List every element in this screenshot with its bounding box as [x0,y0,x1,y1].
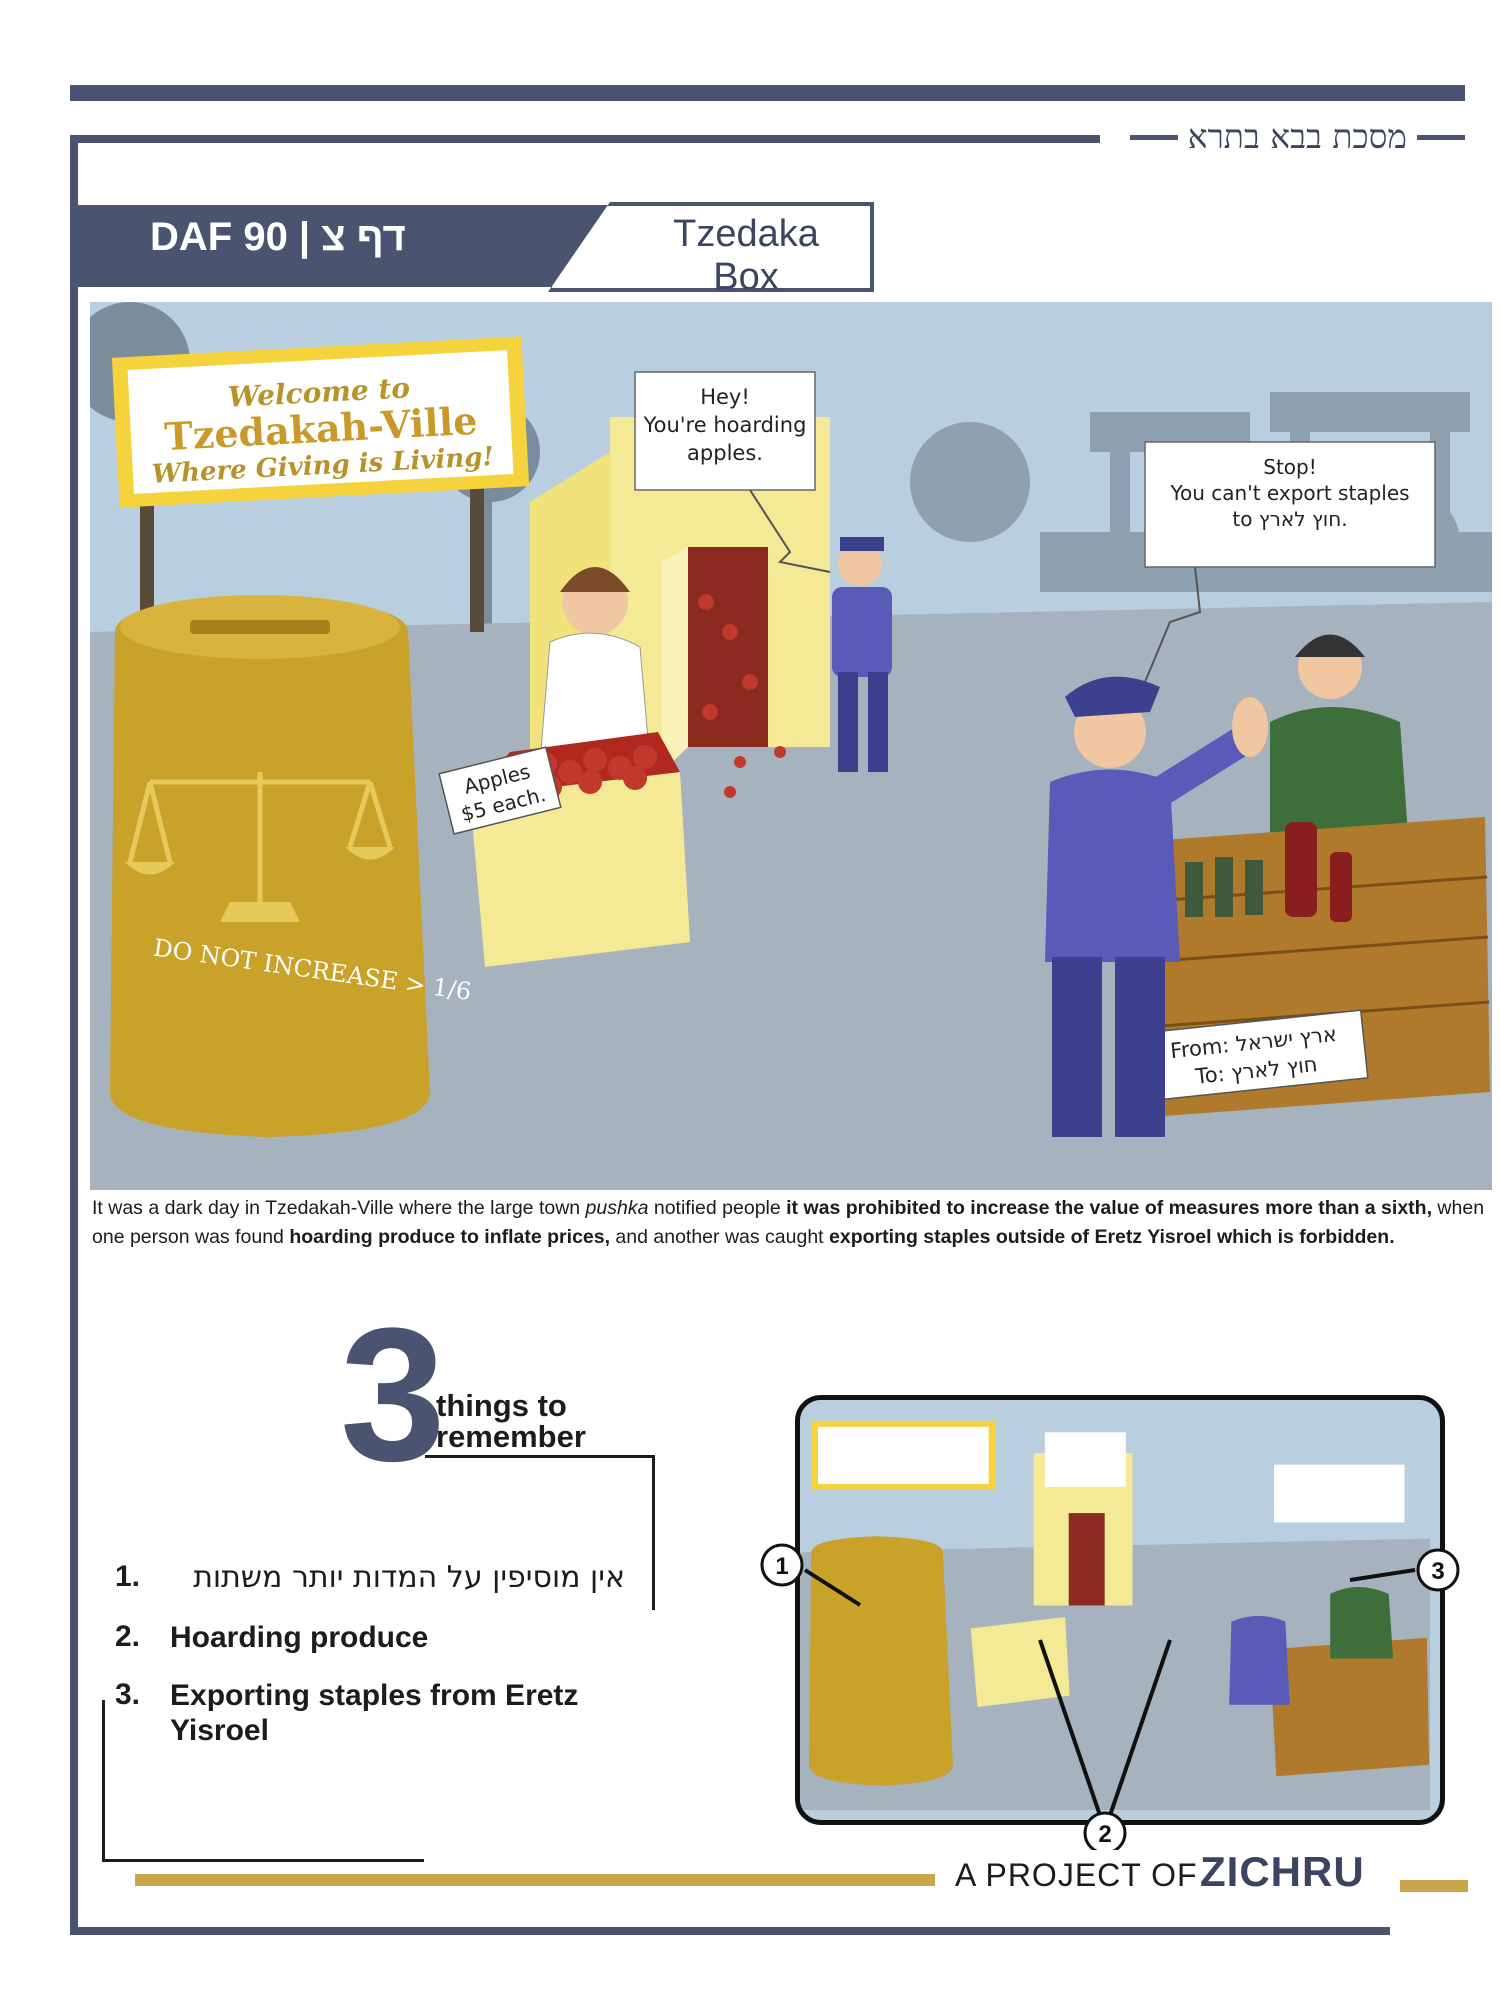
marker-2: 2 [1083,1811,1127,1850]
caption-rule2: hoarding produce to inflate prices, [289,1226,611,1248]
tractate-line-right [1417,134,1465,140]
topic-title: Tzedaka Box [673,213,819,298]
bubble2-line3: to חוץ לארץ. [1232,507,1347,531]
marker-3-label: 3 [1431,1558,1444,1585]
caption-part5: when one person was found [92,1197,1485,1248]
marker-1: 1 [760,1543,804,1587]
bracket-bottom [102,1859,424,1862]
list-item-text: Hoarding produce [170,1621,429,1654]
caption-part7: and another was caught [610,1226,830,1248]
bracket-right [652,1455,655,1610]
list-item-text: Exporting staples from Eretz Yisroel [170,1679,579,1747]
daf-number: DAF 90 | דף צ [150,215,406,259]
bubble2-line2: You can't export staples [1169,481,1409,505]
list-item-number: 3. [115,1678,141,1711]
footer-rule [135,1874,935,1886]
top-rule [70,85,1465,101]
bubble1-line3: apples. [687,441,763,465]
list-item-number: 1. [115,1560,141,1593]
bubble2-line1: Stop! [1263,455,1317,479]
zichru-logo: ZICHRU [1200,1848,1365,1895]
footer-rule-right [1400,1880,1468,1892]
daf-banner [78,205,608,287]
marker-overlay: 1 2 3 [760,1543,1460,1850]
tractate-line-left [1129,134,1178,140]
thumbnail-scene [800,1400,1430,1810]
marker-2-label: 2 [1098,1821,1111,1848]
frame-bottom [70,1927,1390,1935]
list-item-text: אין מוסיפין על המדות יותר משתות [193,1560,625,1595]
caption-rule1: it was prohibited to increase the value … [786,1197,1432,1219]
project-label: A PROJECT OF [955,1857,1198,1893]
caption-rule3: exporting staples outside of Eretz Yisro… [829,1226,1395,1248]
marker-1-label: 1 [775,1553,788,1580]
frame-top [70,135,1100,143]
bracket-top [425,1455,655,1458]
remember-title-line2: remember [436,1419,586,1454]
main-illustration: Welcome to Tzedakah-Ville Where Giving i… [90,302,1492,1190]
annotated-thumbnail [795,1395,1445,1825]
bracket-left [102,1700,105,1862]
caption-part3: notified people [648,1197,787,1219]
remember-number: 3 [340,1289,446,1501]
caption-pushka: pushka [585,1197,649,1219]
tractate-header: מסכת בבא בתרא [1105,112,1465,162]
remember-title-line1: things to [436,1388,567,1423]
frame-left [70,135,78,1935]
list-item-number: 2. [115,1620,141,1653]
tractate-title: מסכת בבא בתרא [1187,117,1407,156]
caption-part1: It was a dark day in Tzedakah-Ville wher… [92,1197,586,1219]
remember-title: things to remember [436,1390,586,1452]
bubble1-line1: Hey! [700,385,750,409]
story-caption: It was a dark day in Tzedakah-Ville wher… [92,1194,1494,1252]
marker-3: 3 [1416,1548,1460,1592]
bubble1-line2: You're hoarding [643,413,807,437]
